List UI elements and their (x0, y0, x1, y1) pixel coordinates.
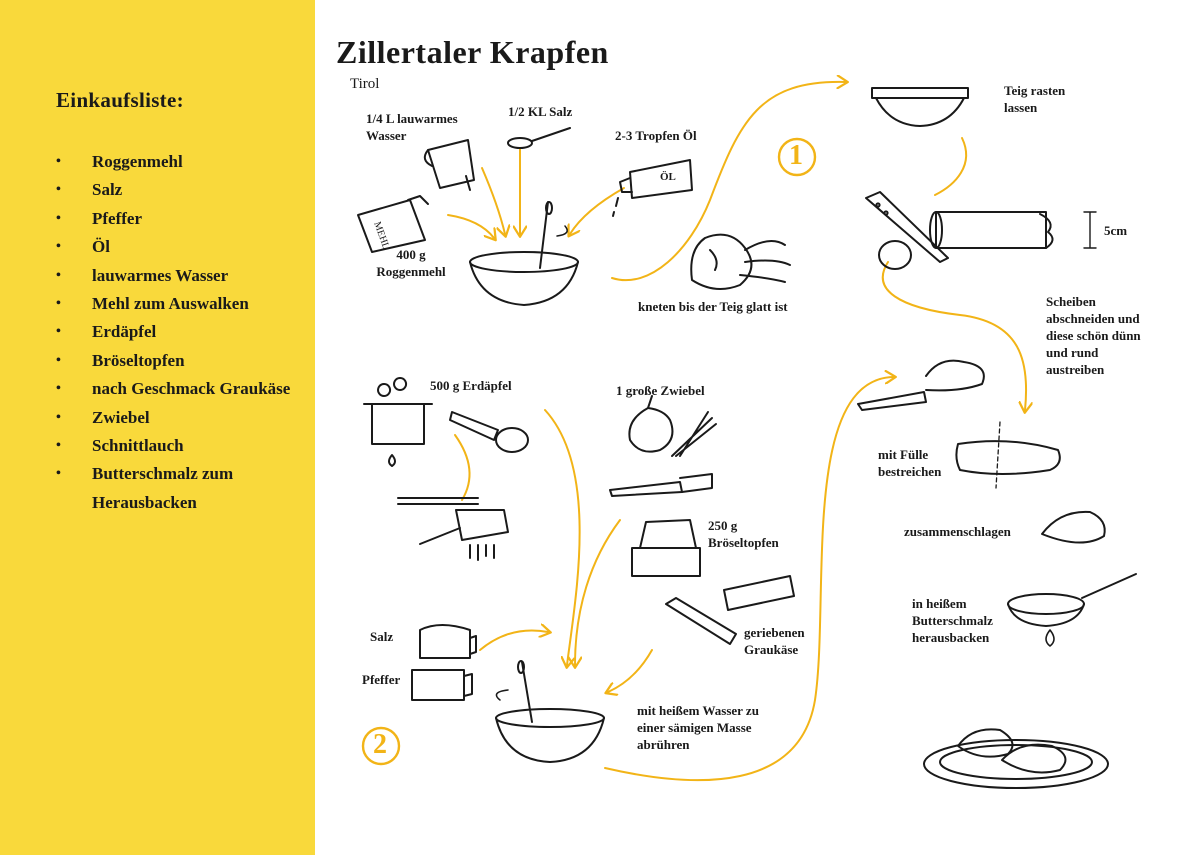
flour-label: 400 g Roggenmehl (376, 247, 446, 279)
salt-shaker-icon (419, 624, 477, 659)
frying-pan-icon (1007, 573, 1137, 647)
grater-icon (665, 597, 737, 645)
water-label: 1/4 L lauwarmes Wasser (366, 111, 458, 143)
fry-label: in heißem Butterschmalz herausbacken (912, 596, 993, 645)
list-item: •Schnittlauch (56, 432, 302, 460)
peeler-icon (449, 411, 529, 453)
fold-label: zusammenschlagen (904, 524, 1011, 539)
pot-icon (363, 377, 433, 467)
bullet: • (56, 466, 61, 482)
bullet: • (56, 239, 61, 255)
dough-roll-icon (878, 211, 1097, 270)
slice-label: Scheiben abschneiden und diese schön dün… (1046, 294, 1141, 377)
list-item: •nach Geschmack Graukäse (56, 375, 302, 403)
water-jug-icon (423, 139, 475, 191)
list-item: •Roggenmehl (56, 148, 302, 176)
chopping-knife-icon (609, 473, 713, 497)
list-item: •Öl (56, 233, 302, 261)
kneading-hands-icon (690, 233, 791, 290)
onion-icon (628, 395, 674, 453)
bullet: • (56, 267, 61, 283)
graukaese-icon (723, 575, 795, 611)
rest-label: Teig rasten lassen (1004, 83, 1066, 115)
list-item: •Salz (56, 176, 302, 204)
recipe-region: Tirol (350, 76, 380, 92)
knife-icon (865, 191, 949, 263)
recipe-title: Zillertaler Krapfen (336, 34, 609, 70)
onion-label: 1 große Zwiebel (616, 383, 705, 398)
bullet: • (56, 409, 61, 425)
salt-shaker-label: Salz (370, 629, 394, 644)
potato-press-icon (397, 497, 509, 561)
mixing-bowl-two-icon (495, 660, 605, 763)
plate-icon (923, 728, 1109, 789)
shopping-list-title: Einkaufsliste: (56, 88, 184, 112)
list-item: •Bröseltopfen (56, 347, 302, 375)
spreading-knife-icon (857, 359, 985, 411)
list-item: •Mehl zum Auswalken (56, 290, 302, 318)
topfen-label: 250 g Bröseltopfen (708, 518, 779, 550)
oil-bottle-label: ÖL (660, 170, 676, 183)
shopping-list-panel: Einkaufsliste: •Roggenmehl •Salz •Pfeffe… (0, 0, 315, 855)
list-item: •Zwiebel (56, 404, 302, 432)
bullet: • (56, 438, 61, 454)
bullet: • (56, 352, 61, 368)
bullet: • (56, 182, 61, 198)
shopping-list: •Roggenmehl •Salz •Pfeffer •Öl •lauwarme… (56, 148, 302, 517)
bullet: • (56, 296, 61, 312)
list-item: •Erdäpfel (56, 318, 302, 346)
list-item: •lauwarmes Wasser (56, 262, 302, 290)
flour-bag-icon (357, 195, 429, 253)
bullet: • (56, 154, 61, 169)
graukaese-label: geriebenen Graukäse (744, 625, 805, 657)
chives-icon (671, 411, 717, 457)
mixing-bowl-icon (469, 201, 579, 306)
folded-krapfen-icon (1041, 510, 1106, 544)
list-item: •Pfeffer (56, 205, 302, 233)
step-one-label: 1 (789, 140, 803, 171)
bullet: • (56, 324, 61, 340)
flow-arrows (447, 82, 1026, 782)
knead-label: kneten bis der Teig glatt ist (638, 299, 788, 314)
resting-dough-bowl-icon (871, 87, 969, 127)
salt-label: 1/2 KL Salz (508, 104, 573, 119)
pepper-shaker-label: Pfeffer (362, 672, 401, 687)
dough-sheet-icon (955, 421, 1061, 489)
step-one-circle (777, 137, 817, 177)
topfen-pack-icon (631, 519, 701, 577)
length-label: 5cm (1104, 223, 1128, 238)
spread-label: mit Fülle bestreichen (878, 447, 942, 479)
pepper-shaker-icon (411, 669, 473, 701)
list-item: •Butterschmalz zum Herausbacken (56, 460, 302, 517)
step-two-label: 2 (373, 729, 387, 760)
mix-label: mit heißem Wasser zu einer sämigen Masse… (637, 703, 759, 752)
oil-bottle-icon (612, 159, 693, 217)
potatoes-label: 500 g Erdäpfel (430, 378, 512, 393)
bullet: • (56, 210, 61, 226)
bullet: • (56, 381, 61, 397)
oil-label: 2-3 Tropfen Öl (615, 128, 697, 143)
step-two-circle (361, 726, 401, 766)
salt-spoon-icon (507, 127, 571, 149)
